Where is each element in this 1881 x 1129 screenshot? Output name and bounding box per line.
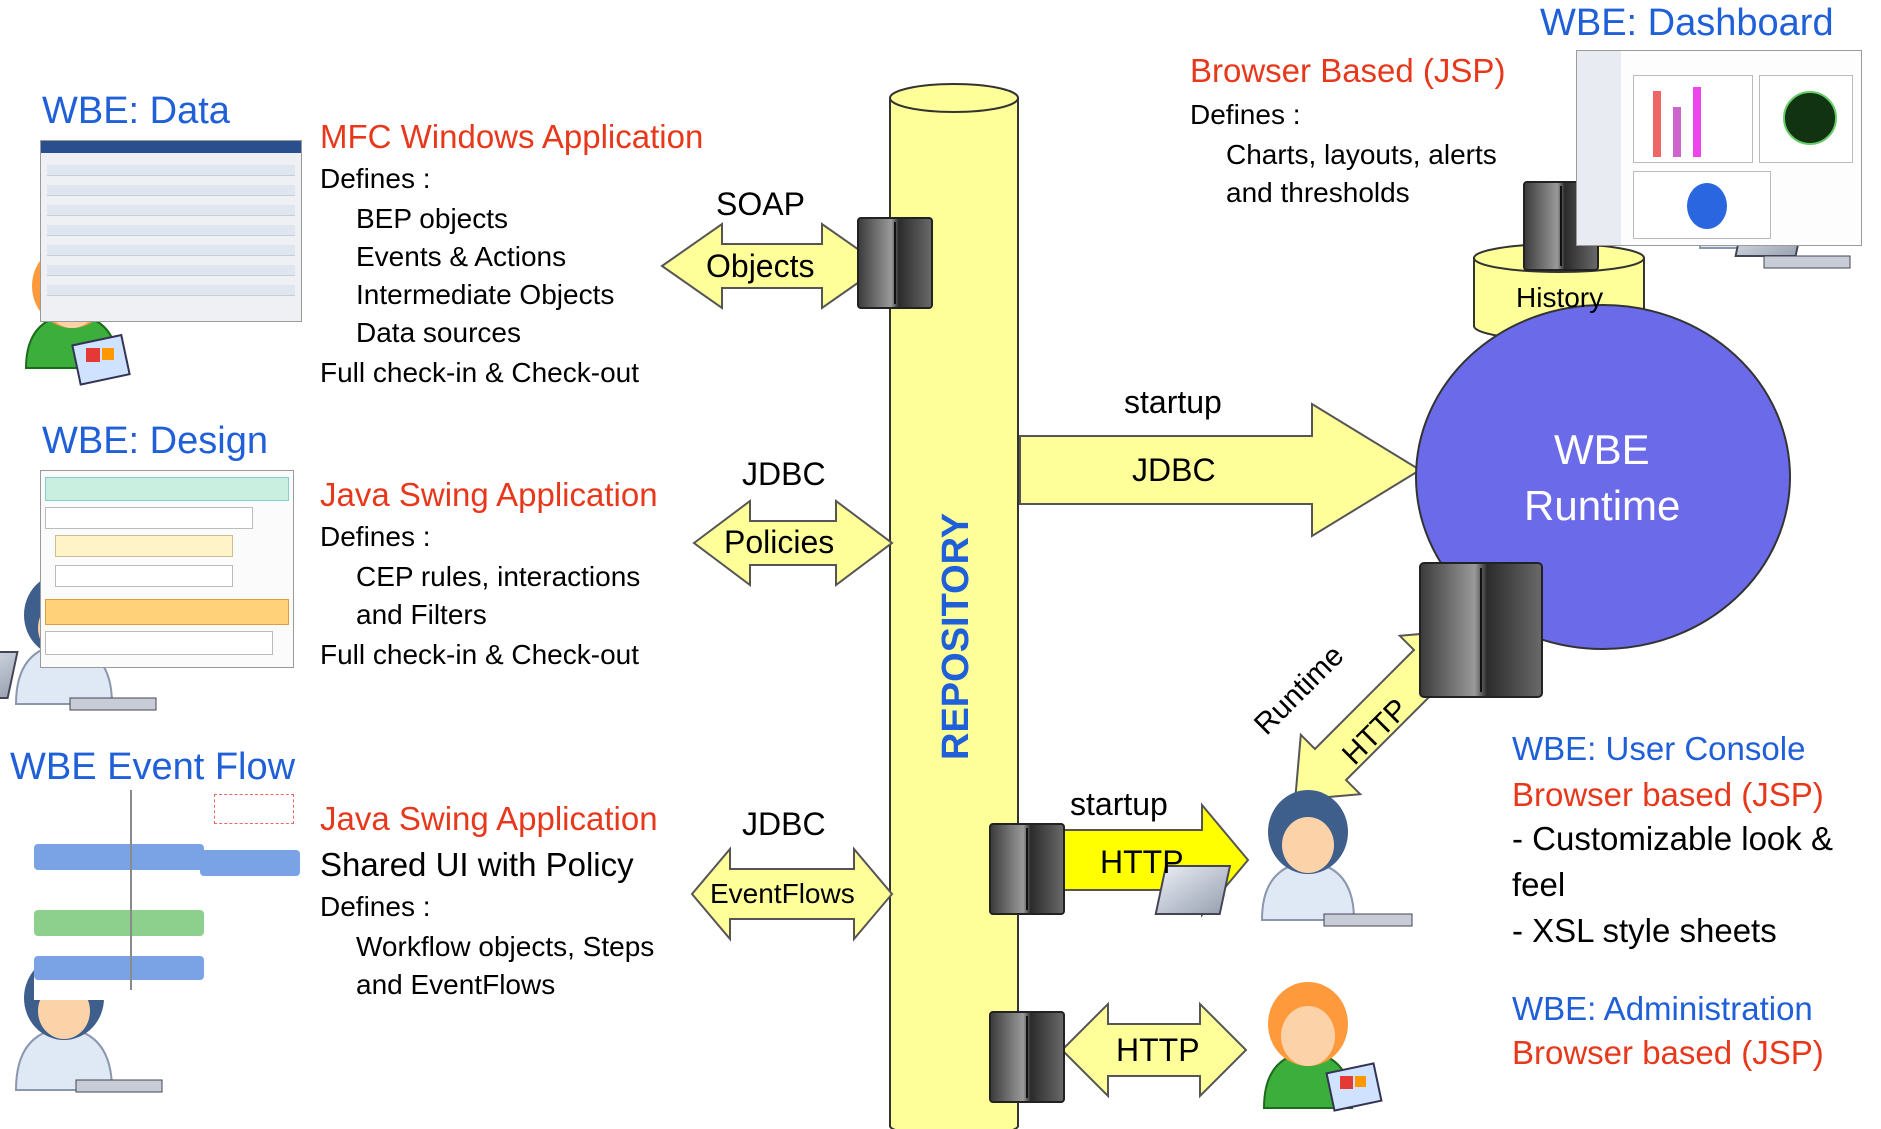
runtime-label-line2: Runtime	[1524, 482, 1681, 529]
eventflow-protocol-label: JDBC	[742, 806, 826, 842]
design-defines-label: Defines :	[320, 521, 431, 552]
dashboard-app-screenshot	[1576, 50, 1862, 246]
dashboard-app-type: Browser Based (JSP)	[1190, 52, 1506, 89]
user-console-avatar-icon	[1154, 790, 1413, 927]
data-app-screenshot	[40, 140, 302, 322]
design-app-screenshot	[40, 470, 294, 668]
design-footer: Full check-in & Check-out	[320, 639, 640, 670]
runtime-server-icon	[1419, 562, 1543, 698]
runtime-startup-arrow	[1019, 402, 1422, 538]
history-label: History	[1516, 282, 1604, 313]
runtime-jdbc-label: JDBC	[1132, 452, 1216, 488]
runtime-startup-label: startup	[1124, 384, 1222, 420]
design-item: and Filters	[356, 599, 487, 630]
user-console-startup-label: startup	[1070, 786, 1168, 822]
user-console-server-icon	[989, 823, 1065, 915]
data-section-title: WBE: Data	[42, 90, 230, 132]
soap-server-icon	[857, 217, 933, 309]
design-section-title: WBE: Design	[42, 420, 268, 462]
dashboard-item: and thresholds	[1226, 177, 1410, 208]
eventflows-double-arrow	[690, 846, 894, 942]
admin-http-double-arrow	[1060, 1001, 1248, 1099]
admin-http-label: HTTP	[1116, 1032, 1200, 1068]
user-console-item: - Customizable look &	[1512, 820, 1833, 857]
data-item: Events & Actions	[356, 241, 567, 272]
admin-server-icon	[989, 1011, 1065, 1103]
eventflow-app-type: Java Swing Application	[320, 800, 658, 837]
data-item: BEP objects	[356, 203, 509, 234]
admin-avatar-icon	[1262, 982, 1383, 1112]
dashboard-item: Charts, layouts, alerts	[1226, 139, 1497, 170]
data-app-type: MFC Windows Application	[320, 118, 704, 155]
eventflows-arrow-label: EventFlows	[710, 878, 855, 909]
user-console-title: WBE: User Console	[1512, 730, 1806, 767]
user-console-item: feel	[1512, 866, 1566, 903]
policies-double-arrow	[692, 499, 894, 587]
repository-cylinder	[889, 83, 1019, 1129]
administration-title: WBE: Administration	[1512, 990, 1813, 1027]
policies-arrow-label: Policies	[724, 524, 835, 560]
design-app-type: Java Swing Application	[320, 476, 658, 513]
eventflow-app-screenshot	[34, 790, 304, 1000]
design-protocol-label: JDBC	[742, 456, 826, 492]
administration-app-type: Browser based (JSP)	[1512, 1034, 1824, 1071]
eventflow-shared-ui: Shared UI with Policy	[320, 846, 634, 883]
soap-protocol-label: SOAP	[716, 186, 805, 222]
data-item: Intermediate Objects	[356, 279, 615, 310]
dashboard-defines-label: Defines :	[1190, 99, 1301, 130]
eventflow-item: and EventFlows	[356, 969, 556, 1000]
objects-arrow-label: Objects	[706, 248, 815, 284]
user-console-app-type: Browser based (JSP)	[1512, 776, 1824, 813]
runtime-label-line1: WBE	[1554, 426, 1650, 473]
eventflow-item: Workflow objects, Steps	[356, 931, 655, 962]
user-console-http-label: HTTP	[1100, 844, 1184, 880]
design-item: CEP rules, interactions	[356, 561, 641, 592]
data-defines-label: Defines :	[320, 163, 431, 194]
dashboard-section-title: WBE: Dashboard	[1540, 2, 1834, 44]
eventflow-section-title: WBE Event Flow	[10, 746, 296, 788]
repository-label: REPOSITORY	[935, 513, 977, 760]
data-footer: Full check-in & Check-out	[320, 357, 640, 388]
data-item: Data sources	[356, 317, 521, 348]
user-console-item: - XSL style sheets	[1512, 912, 1777, 949]
eventflow-defines-label: Defines :	[320, 891, 431, 922]
